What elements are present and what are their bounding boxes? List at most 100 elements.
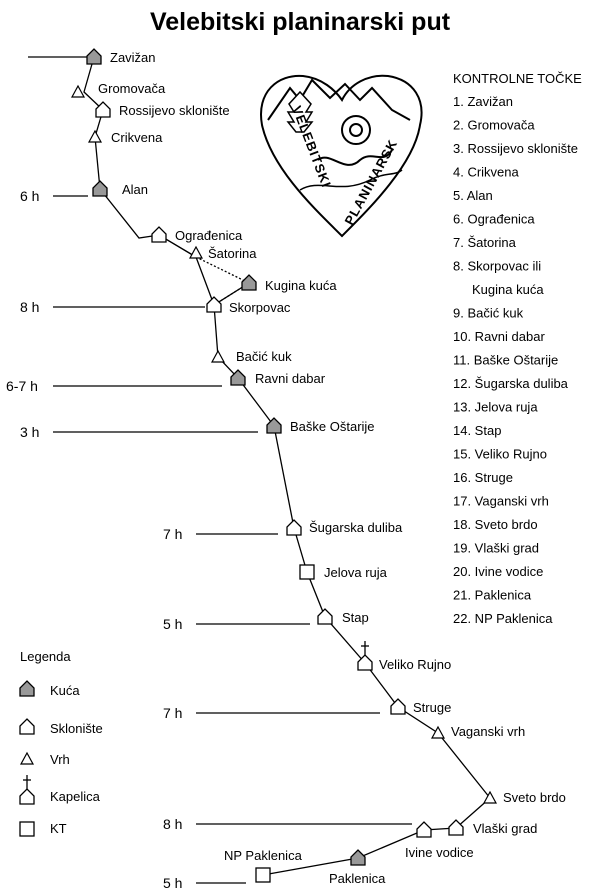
legend-vrh-icon — [19, 751, 35, 765]
stop-symbol-kuca-icon — [350, 849, 366, 866]
stop-label: Sveto brdo — [503, 790, 566, 805]
stop-label: Rossijevo sklonište — [119, 103, 230, 118]
stop-symbol-vrh-icon — [87, 129, 103, 143]
stop-label: Kugina kuća — [265, 278, 337, 293]
logo-heart-outline — [260, 74, 423, 238]
route-alt-dotted — [195, 256, 250, 284]
stop-symbol-vrh-icon — [210, 349, 226, 363]
route-alt-dotted-2 — [213, 282, 250, 306]
time-label: 6-7 h — [6, 378, 38, 394]
stop-label: Vaganski vrh — [451, 724, 525, 739]
control-point-item: 12. Šugarska duliba — [453, 376, 569, 391]
control-point-item: 11. Baške Oštarije — [453, 353, 558, 368]
stop-symbol-vrh-icon — [70, 84, 86, 98]
stop-symbol-kapelica-icon — [357, 641, 373, 671]
control-point-item: 1. Zavižan — [453, 94, 513, 109]
stop-label: Alan — [122, 182, 148, 197]
logo-ridge — [299, 169, 403, 191]
time-label: 6 h — [20, 188, 39, 204]
stop-symbol-vrh-icon — [482, 790, 498, 804]
legend-item-label: KT — [50, 821, 67, 836]
legend-kapelica-icon — [19, 775, 35, 805]
stop-label: Struge — [413, 700, 451, 715]
logo-river — [317, 149, 393, 166]
legend-kuca-icon — [19, 680, 35, 697]
stop-label: Ivine vodice — [405, 845, 474, 860]
control-points-heading: KONTROLNE TOČKE — [453, 71, 582, 86]
stop-symbol-kuca-icon — [230, 369, 246, 386]
stop-label: Gromovača — [98, 81, 166, 96]
stop-symbol-kuca-icon — [92, 180, 108, 197]
stop-symbol-skloniste-icon — [95, 101, 111, 118]
map-title: Velebitski planinarski put — [149, 8, 451, 36]
control-point-item: 19. Vlaški grad — [453, 541, 539, 556]
control-point-item: 7. Šatorina — [453, 235, 517, 250]
stop-label: Ograđenica — [175, 228, 243, 243]
time-label: 7 h — [163, 526, 182, 542]
control-point-item: 6. Ograđenica — [453, 212, 535, 227]
control-point-item: 2. Gromovača — [453, 118, 535, 133]
control-point-item: 16. Struge — [453, 470, 513, 485]
legend-item-label: Vrh — [50, 752, 70, 767]
logo-tree — [286, 90, 314, 133]
stop-label: Šugarska duliba — [309, 520, 403, 535]
stop-label: Jelova ruja — [324, 565, 388, 580]
control-point-item: Kugina kuća — [472, 282, 544, 297]
stop-symbol-kuca-icon — [241, 274, 257, 291]
time-label: 7 h — [163, 705, 182, 721]
logo-mountains — [267, 78, 411, 121]
logo-sun-core — [349, 123, 363, 137]
stop-symbol-vrh-icon — [430, 725, 446, 739]
stop-label: Zavižan — [110, 50, 156, 65]
stop-symbol-kuca-icon — [86, 48, 102, 65]
stop-label: Stap — [342, 610, 369, 625]
control-point-item: 22. NP Paklenica — [453, 611, 553, 626]
stop-label: Bačić kuk — [236, 349, 292, 364]
logo-emblem: VELEBITSKI PLANINARSKI PUT — [0, 0, 423, 238]
time-label: 3 h — [20, 424, 39, 440]
stop-label: Crikvena — [111, 130, 163, 145]
stop-symbol-skloniste-icon — [390, 698, 406, 715]
legend-kt-icon — [19, 821, 35, 837]
control-point-item: 8. Skorpovac ili — [453, 259, 541, 274]
legend-item-label: Kapelica — [50, 789, 101, 804]
time-label: 5 h — [163, 616, 182, 632]
legend-skloniste-icon — [19, 718, 35, 735]
control-point-item: 9. Bačić kuk — [453, 306, 524, 321]
control-point-item: 17. Vaganski vrh — [453, 494, 549, 509]
control-point-item: 20. Ivine vodice — [453, 564, 543, 579]
legend-heading: Legenda — [20, 649, 71, 664]
stop-label: NP Paklenica — [224, 848, 303, 863]
stop-label: Baške Oštarije — [290, 419, 375, 434]
legend-item-label: Kuća — [50, 683, 80, 698]
route-line — [83, 56, 491, 876]
control-point-item: 21. Paklenica — [453, 588, 532, 603]
stop-symbol-kuca-icon — [266, 417, 282, 434]
stop-symbol-skloniste-icon — [151, 226, 167, 243]
stop-symbol-skloniste-icon — [286, 519, 302, 536]
stop-symbol-skloniste-icon — [206, 296, 222, 313]
control-point-item: 5. Alan — [453, 188, 493, 203]
control-point-item: 10. Ravni dabar — [453, 329, 545, 344]
time-label: 8 h — [20, 299, 39, 315]
time-label: 5 h — [163, 875, 182, 890]
control-point-item: 15. Veliko Rujno — [453, 447, 547, 462]
stop-label: Šatorina — [208, 246, 257, 261]
stop-label: Skorpovac — [229, 300, 291, 315]
control-point-item: 14. Stap — [453, 423, 501, 438]
stop-symbol-vrh-icon — [188, 245, 204, 259]
stop-label: Veliko Rujno — [379, 657, 451, 672]
stop-symbol-kt-icon — [255, 867, 271, 883]
legend-item-label: Sklonište — [50, 721, 103, 736]
stop-label: Paklenica — [329, 871, 386, 886]
control-point-item: 13. Jelova ruja — [453, 400, 538, 415]
stop-symbol-kt-icon — [299, 564, 315, 580]
stop-label: Vlaški grad — [473, 821, 537, 836]
control-point-item: 18. Sveto brdo — [453, 517, 538, 532]
stop-symbol-skloniste-icon — [416, 821, 432, 838]
stop-symbol-skloniste-icon — [448, 819, 464, 836]
time-label: 8 h — [163, 816, 182, 832]
control-point-item: 3. Rossijevo sklonište — [453, 141, 578, 156]
stop-label: Ravni dabar — [255, 371, 326, 386]
